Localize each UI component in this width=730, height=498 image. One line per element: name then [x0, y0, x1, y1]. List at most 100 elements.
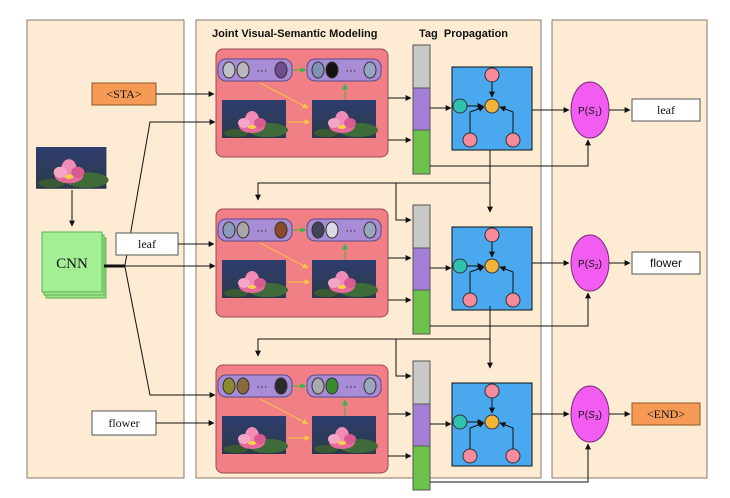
connector-arrow — [395, 183, 412, 223]
feature-node — [363, 377, 377, 395]
lotus-image-copy — [222, 416, 288, 454]
output-token-end: <END> — [631, 402, 701, 426]
feature-node — [274, 61, 288, 79]
lotus-image — [222, 100, 288, 138]
ellipsis-text: ··· — [346, 381, 357, 393]
feature-node — [311, 377, 325, 395]
feature-node — [363, 61, 377, 79]
graph-node-input — [452, 258, 468, 274]
graph-node-center — [484, 258, 500, 274]
lotus-image-copy — [312, 100, 378, 138]
tag-bar-purple — [412, 403, 431, 447]
graph-node — [462, 132, 478, 148]
connector-arrow — [255, 306, 491, 357]
graph-node — [462, 292, 478, 308]
tag-bar-green — [412, 445, 431, 491]
feature-node — [236, 221, 250, 239]
svg-text:leaf: leaf — [657, 103, 675, 117]
cnn-block: CNN — [41, 231, 107, 299]
connector-arrow — [430, 292, 591, 327]
lotus-image-attended — [312, 260, 378, 298]
lotus-image — [222, 416, 288, 454]
svg-text:<END>: <END> — [647, 407, 685, 421]
input-image — [36, 147, 109, 189]
graph-node-input — [452, 98, 468, 114]
connector-arrow — [430, 443, 591, 483]
svg-text:flower: flower — [650, 256, 682, 270]
probability-label: P(S3) — [578, 410, 602, 422]
ellipsis-text: ··· — [257, 225, 268, 237]
step-2: ··· ··· P(S2) — [215, 204, 631, 335]
feature-node — [325, 61, 339, 79]
feature-node — [274, 221, 288, 239]
probability-label: P(S1) — [578, 106, 602, 118]
tag-bar-purple — [412, 247, 431, 291]
feature-node — [236, 377, 250, 395]
ellipsis-text: ··· — [346, 225, 357, 237]
tag-bar-green — [412, 289, 431, 335]
graph-node-center — [484, 414, 500, 430]
lotus-image-copy — [222, 100, 288, 138]
connector-arrow — [469, 105, 485, 133]
connector-arrow — [259, 82, 309, 109]
connector-arrow — [469, 265, 485, 293]
feature-node — [311, 61, 325, 79]
ellipsis-text: ··· — [257, 381, 268, 393]
lotus-image-attended — [312, 100, 378, 138]
lotus-image-copy — [222, 260, 288, 298]
tag-propagation-title: Tag Propagation — [419, 28, 508, 40]
recurrent-steps: ··· ··· P(S1) ··· ··· P(S2) ··· ··· P(S3) — [215, 44, 631, 491]
input-token-leaf: leaf — [115, 232, 179, 256]
feature-node — [222, 61, 236, 79]
recurrent-feedback — [255, 150, 493, 223]
feature-node — [325, 377, 339, 395]
feature-vector-right — [306, 58, 382, 82]
svg-text:flower: flower — [108, 416, 139, 430]
feature-vector-right — [306, 218, 382, 242]
ellipsis-text: ··· — [346, 65, 357, 77]
lotus-image-copy — [312, 416, 378, 454]
tag-bar-gray — [412, 360, 431, 405]
graph-node — [484, 67, 500, 83]
feature-node — [311, 221, 325, 239]
connector-arrow — [259, 242, 309, 269]
tag-bar-gray — [412, 204, 431, 249]
input-token-sta: <STA> — [91, 82, 157, 106]
lotus-image-copy — [312, 260, 378, 298]
feature-node — [363, 221, 377, 239]
graph-node — [505, 292, 521, 308]
graph-node — [462, 448, 478, 464]
step-3: ··· ··· P(S3) — [215, 360, 631, 491]
output-token-flower: flower — [631, 251, 701, 275]
tag-bar-gray — [412, 44, 431, 89]
connector-arrow — [255, 150, 491, 201]
graph-node — [505, 132, 521, 148]
connector-arrow — [499, 422, 514, 449]
cnn-label: CNN — [56, 256, 88, 272]
lotus-image-attended — [312, 416, 378, 454]
connector-arrow — [469, 421, 485, 449]
tag-bar-green — [412, 129, 431, 175]
graph-node-center — [484, 98, 500, 114]
ellipsis-text: ··· — [257, 65, 268, 77]
feature-node — [274, 377, 288, 395]
feature-node — [222, 377, 236, 395]
graph-node-input — [452, 414, 468, 430]
probability-label: P(S2) — [578, 259, 602, 271]
graph-node — [505, 448, 521, 464]
svg-text:leaf: leaf — [138, 237, 156, 251]
svg-text:<STA>: <STA> — [106, 87, 141, 101]
recurrent-feedback — [255, 306, 493, 379]
feature-node — [325, 221, 339, 239]
connector-arrow — [430, 139, 591, 167]
feature-node — [222, 221, 236, 239]
tag-bar-purple — [412, 87, 431, 131]
graph-node — [484, 383, 500, 399]
input-token-flower: flower — [91, 410, 157, 436]
connector-arrow — [395, 339, 412, 379]
connector-arrow — [259, 398, 309, 425]
feature-node — [236, 61, 250, 79]
feature-vector-right — [306, 374, 382, 398]
connector-arrow — [499, 106, 514, 133]
